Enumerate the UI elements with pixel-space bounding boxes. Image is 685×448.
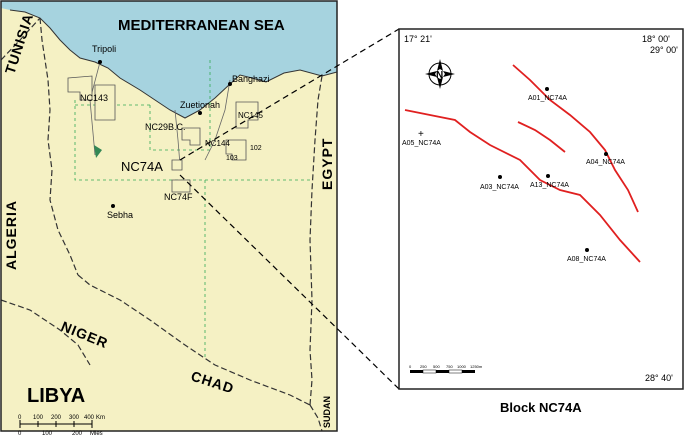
well-a05-label: A05_NC74A	[402, 140, 441, 147]
km-tick-0: 0	[18, 415, 22, 421]
egypt-label: EGYPT	[319, 138, 335, 190]
road-2	[204, 79, 231, 161]
well-a13-label: A13_NC74A	[530, 182, 569, 189]
block-nc74a-label: NC74A	[121, 159, 163, 174]
block-nc29bc-shape	[181, 127, 201, 146]
block-nc74f-shape	[171, 179, 191, 193]
inset-scale-1000: 1000	[457, 364, 467, 369]
coord-top-right-lat: 29° 00'	[650, 45, 678, 55]
block-nc144-label: NC144	[205, 139, 230, 148]
inset-title: Block NC74A	[500, 400, 582, 415]
callout-line-bottom	[179, 174, 400, 390]
algeria-label: ALGERIA	[3, 200, 19, 270]
road-3	[174, 109, 181, 166]
algeria-border	[39, 17, 79, 276]
algeria-niger-border	[0, 299, 91, 366]
coastline	[9, 9, 338, 119]
international-borders	[0, 17, 323, 432]
zuetionah-dot	[198, 111, 202, 115]
block-nc143-label: NC143	[80, 93, 108, 103]
mediterranean-sea	[1, 1, 337, 118]
sea-label: MEDITERRANEAN SEA	[118, 17, 285, 34]
concession-line-2	[149, 60, 211, 151]
city-sebha: Sebha	[107, 210, 133, 220]
well-a04-label: A04_NC74A	[586, 159, 625, 166]
well-a05-marker: +	[418, 129, 424, 140]
egypt-border	[309, 75, 323, 406]
libya-label: LIBYA	[27, 385, 85, 407]
well-a08-dot	[585, 248, 589, 252]
niger-chad-border	[77, 274, 311, 406]
svg-text:N: N	[436, 70, 443, 81]
inset-scale-0: 0	[409, 364, 412, 369]
north-arrow-icon: N	[425, 59, 455, 89]
well-a13-dot	[546, 174, 550, 178]
well-a04-dot	[604, 152, 608, 156]
block-nc29bc-label: NC29B.C.	[145, 122, 186, 132]
inset-map: 17° 21' 18° 00' 29° 00' 28° 40' N A01_NC…	[398, 28, 684, 390]
banghazi-dot	[228, 82, 232, 86]
well-a03-dot	[498, 175, 502, 179]
mi-unit: Mles	[90, 431, 103, 437]
inset-scale-1250m: 1250m	[470, 364, 483, 369]
libya-map: MEDITERRANEAN SEA TUNISIA ALGERIA EGYPT …	[0, 0, 338, 437]
inset-scale-seg-5	[462, 370, 475, 373]
km-tick-2: 200	[51, 415, 62, 421]
mi-tick-1: 100	[42, 431, 53, 437]
city-zuetionah: Zuetionah	[180, 100, 220, 110]
sudan-border	[309, 404, 323, 432]
inset-scale-seg-2	[422, 369, 437, 374]
well-a01-label: A01_NC74A	[528, 95, 567, 102]
block-102-label: 102	[250, 145, 262, 152]
fault-line-3	[517, 121, 566, 153]
km-tick-4: 400	[84, 415, 95, 421]
wells: A01_NC74A + A05_NC74A A04_NC74A A03_NC74…	[402, 87, 625, 263]
callout-lines	[179, 28, 400, 390]
km-tick-3: 300	[69, 415, 80, 421]
block-nc74a-shape	[171, 159, 183, 171]
inset-scale-750: 750	[446, 364, 453, 369]
well-a03-label: A03_NC74A	[480, 184, 519, 191]
inset-scale-500: 500	[433, 364, 440, 369]
city-tripoli: Tripoli	[92, 44, 116, 54]
scale-bar: 0 100 200 300 400 Km 0 100 200 Mles	[18, 415, 105, 437]
green-field-marker	[94, 145, 102, 158]
fault-line-1	[404, 109, 641, 263]
sebha-dot	[111, 204, 115, 208]
fault-line-2	[512, 64, 639, 213]
inset-scale-bar: 0 250 500 750 1000 1250m	[409, 364, 483, 374]
km-tick-1: 100	[33, 415, 44, 421]
city-banghazi: Banghazi	[232, 74, 270, 84]
block-nc145-label: NC145	[238, 111, 263, 120]
inset-scale-250: 250	[420, 364, 427, 369]
callout-line-top	[179, 28, 400, 161]
well-a01-dot	[545, 87, 549, 91]
block-nc143-shape-2	[94, 84, 116, 121]
block-103-label: 103	[226, 155, 238, 162]
coord-top-left: 17° 21'	[404, 34, 432, 44]
concession-line-1	[74, 100, 310, 181]
map-frame	[0, 0, 338, 432]
coord-top-right-lon: 18° 00'	[642, 34, 670, 44]
block-nc145-shape	[235, 101, 259, 129]
inset-scale-seg-3	[436, 370, 449, 373]
block-nc74f-label: NC74F	[164, 192, 193, 202]
block-102-103-shape	[225, 139, 247, 161]
tripoli-dot	[98, 60, 102, 64]
sudan-label: SUDAN	[322, 396, 332, 428]
fault-lines	[404, 64, 641, 263]
km-unit: Km	[96, 415, 105, 421]
block-polygons	[67, 75, 259, 193]
block-nc143-shape	[67, 75, 93, 101]
inset-scale-seg-1	[410, 370, 423, 373]
mi-tick-2: 200	[72, 431, 83, 437]
tunisia-border	[0, 17, 41, 61]
coord-bottom-right: 28° 40'	[645, 373, 673, 383]
well-a08-label: A08_NC74A	[567, 256, 606, 263]
inset-frame	[398, 28, 684, 390]
mi-tick-0: 0	[18, 431, 22, 437]
inset-scale-seg-4	[448, 369, 463, 374]
